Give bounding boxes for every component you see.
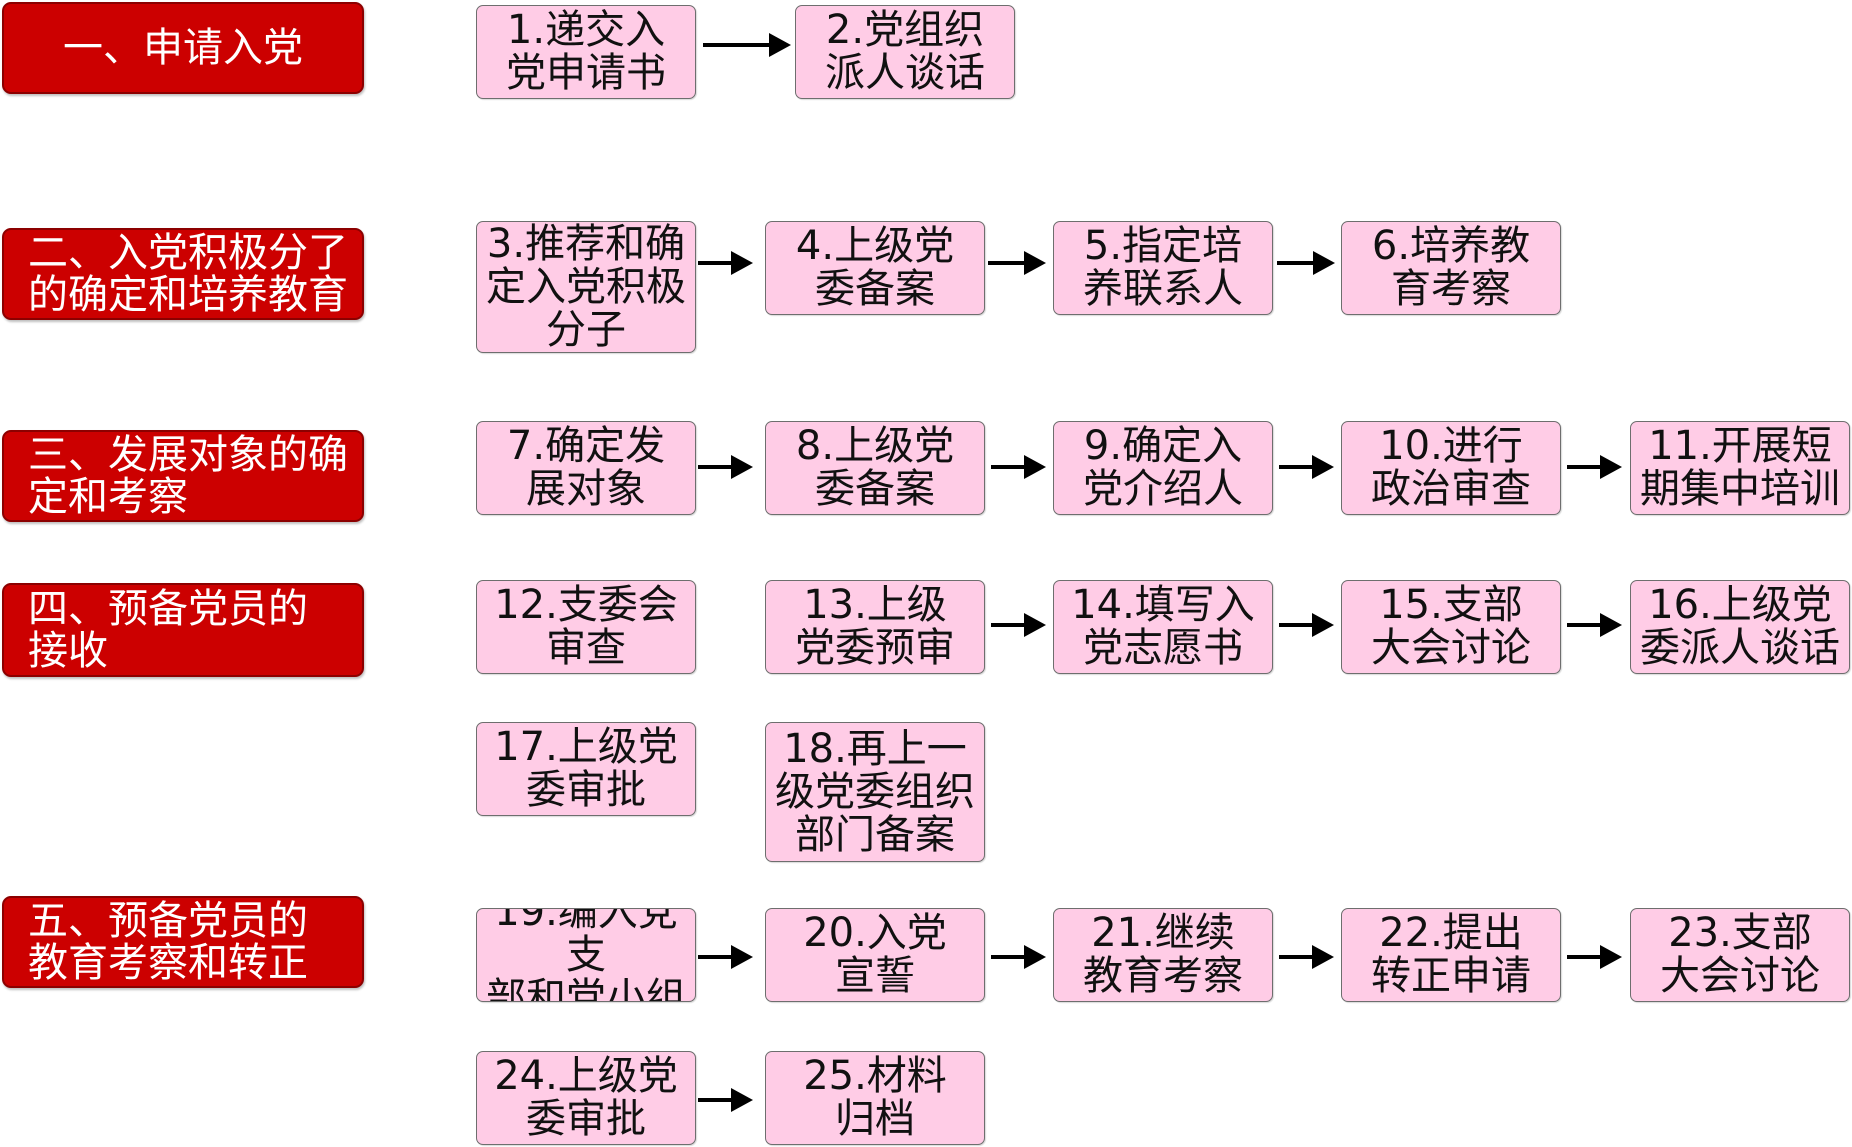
step-19: 19.编入党支 部和党小组 <box>476 908 696 1002</box>
arrow-right-icon <box>698 1088 753 1112</box>
arrow-right-icon <box>1567 613 1622 637</box>
step-9: 9.确定入 党介绍人 <box>1053 421 1273 515</box>
step-12: 12.支委会 审查 <box>476 580 696 674</box>
arrow-right-icon <box>1277 251 1335 275</box>
step-7: 7.确定发 展对象 <box>476 421 696 515</box>
step-4: 4.上级党 委备案 <box>765 221 985 315</box>
arrow-right-icon <box>988 251 1046 275</box>
step-17: 17.上级党 委审批 <box>476 722 696 816</box>
step-8: 8.上级党 委备案 <box>765 421 985 515</box>
step-10: 10.进行 政治审查 <box>1341 421 1561 515</box>
step-18: 18.再上一 级党委组织 部门备案 <box>765 722 985 862</box>
arrow-right-icon <box>1279 613 1334 637</box>
step-20: 20.入党 宣誓 <box>765 908 985 1002</box>
step-25: 25.材料 归档 <box>765 1051 985 1145</box>
step-14: 14.填写入 党志愿书 <box>1053 580 1273 674</box>
step-16: 16.上级党 委派人谈话 <box>1630 580 1850 674</box>
arrow-right-icon <box>698 251 753 275</box>
arrow-right-icon <box>698 455 753 479</box>
arrow-right-icon <box>1279 455 1334 479</box>
step-22: 22.提出 转正申请 <box>1341 908 1561 1002</box>
step-3: 3.推荐和确 定入党积极 分子 <box>476 221 696 353</box>
step-6: 6.培养教 育考察 <box>1341 221 1561 315</box>
arrow-right-icon <box>1279 945 1334 969</box>
step-21: 21.继续 教育考察 <box>1053 908 1273 1002</box>
phase-1-label: 一、申请入党 <box>2 2 364 94</box>
step-24: 24.上级党 委审批 <box>476 1051 696 1145</box>
arrow-right-icon <box>991 455 1046 479</box>
step-13: 13.上级 党委预审 <box>765 580 985 674</box>
phase-3-label: 三、发展对象的确 定和考察 <box>2 430 364 522</box>
step-11: 11.开展短 期集中培训 <box>1630 421 1850 515</box>
arrow-right-icon <box>703 33 791 57</box>
arrow-right-icon <box>698 945 753 969</box>
phase-4-label: 四、预备党员的 接收 <box>2 583 364 677</box>
phase-5-label: 五、预备党员的 教育考察和转正 <box>2 896 364 988</box>
arrow-right-icon <box>991 613 1046 637</box>
arrow-right-icon <box>991 945 1046 969</box>
step-15: 15.支部 大会讨论 <box>1341 580 1561 674</box>
step-2: 2.党组织 派人谈话 <box>795 5 1015 99</box>
step-1: 1.递交入 党申请书 <box>476 5 696 99</box>
arrow-right-icon <box>1567 455 1622 479</box>
step-5: 5.指定培 养联系人 <box>1053 221 1273 315</box>
phase-2-label: 二、入党积极分了 的确定和培养教育 <box>2 228 364 320</box>
step-23: 23.支部 大会讨论 <box>1630 908 1850 1002</box>
arrow-right-icon <box>1567 945 1622 969</box>
